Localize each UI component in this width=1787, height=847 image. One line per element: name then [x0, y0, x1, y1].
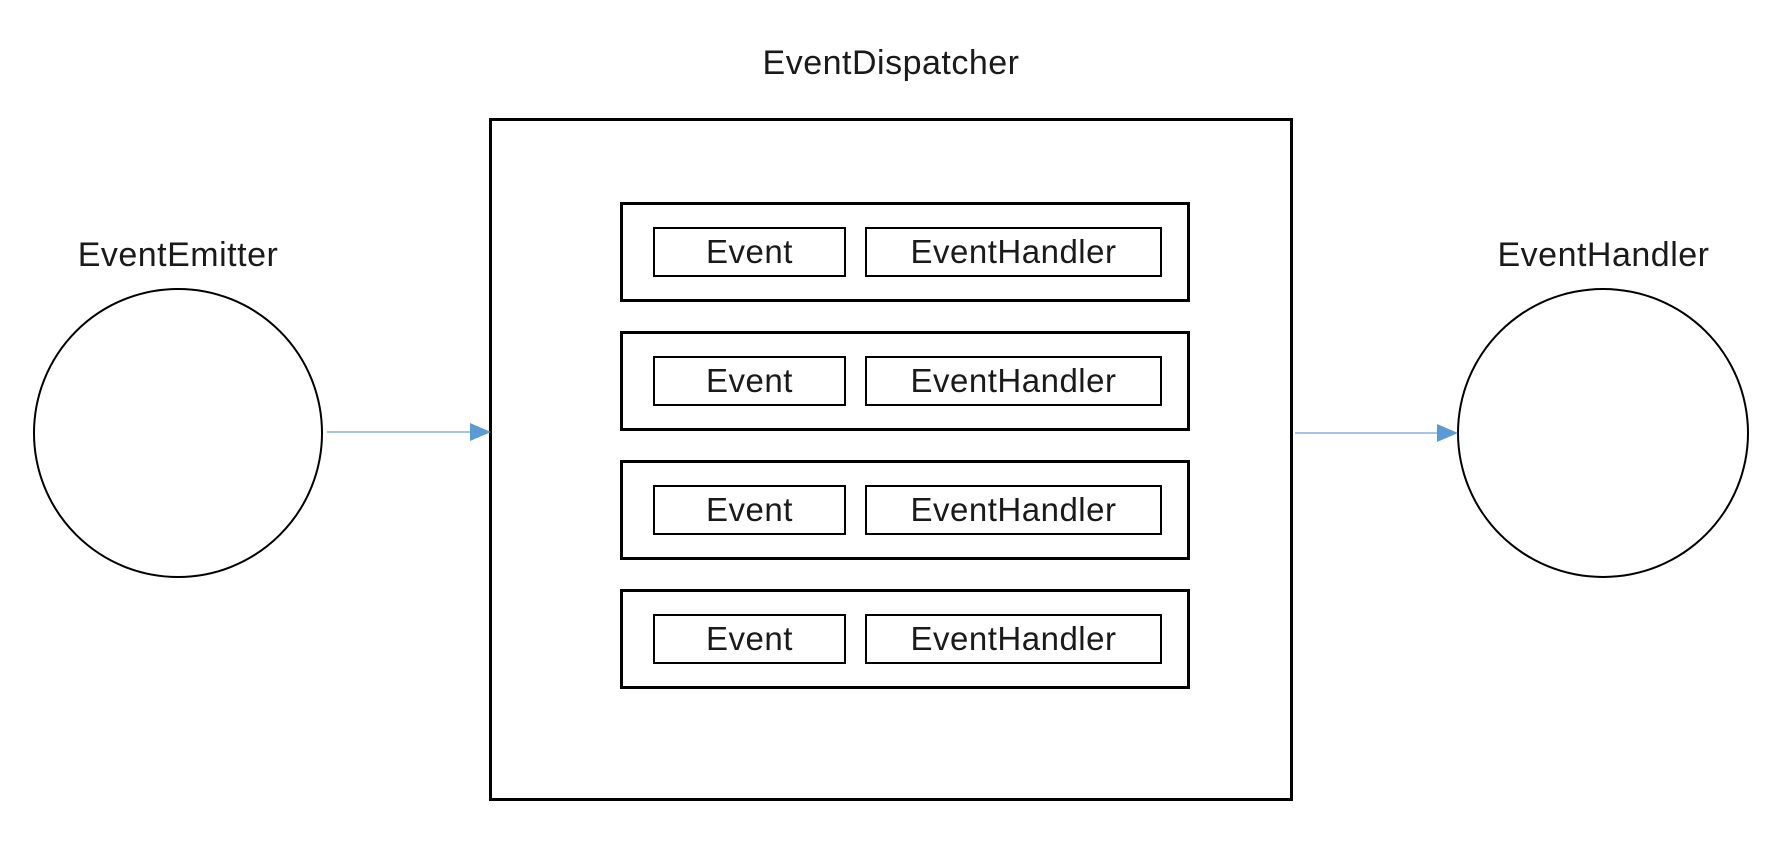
dispatcher-row-2: Event EventHandler [620, 331, 1190, 431]
emitter-circle [33, 288, 323, 578]
event-box: Event [653, 356, 846, 406]
dispatcher-to-handler-arrow [1295, 424, 1458, 442]
event-box: Event [653, 614, 846, 664]
event-handler-box: EventHandler [865, 227, 1162, 277]
handler-label: EventHandler [1497, 236, 1710, 274]
handler-circle [1457, 288, 1749, 578]
arrow-head-icon [1437, 424, 1458, 442]
arrow-head-icon [470, 423, 491, 441]
dispatcher-title: EventDispatcher [762, 44, 1020, 82]
event-handler-box: EventHandler [865, 614, 1162, 664]
dispatcher-row-3: Event EventHandler [620, 460, 1190, 560]
dispatcher-box: Event EventHandler Event EventHandler Ev… [489, 118, 1293, 801]
event-box: Event [653, 227, 846, 277]
dispatcher-row-4: Event EventHandler [620, 589, 1190, 689]
event-handler-box: EventHandler [865, 356, 1162, 406]
emitter-label: EventEmitter [77, 236, 279, 274]
emitter-to-dispatcher-arrow [327, 423, 491, 441]
dispatcher-row-1: Event EventHandler [620, 202, 1190, 302]
event-box: Event [653, 485, 846, 535]
event-handler-box: EventHandler [865, 485, 1162, 535]
